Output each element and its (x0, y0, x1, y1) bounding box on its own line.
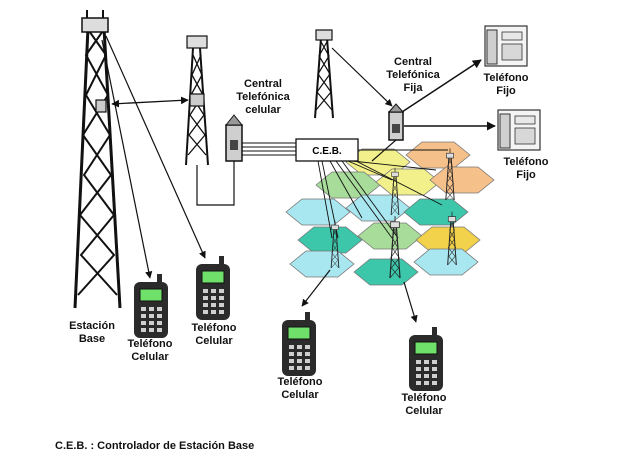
label-telefono-fijo-2: Teléfono Fijo (503, 156, 549, 181)
cell-hexagon (405, 141, 471, 169)
central-link (196, 161, 235, 206)
cell-grid (285, 141, 495, 286)
bus-cable (242, 142, 296, 156)
footnote: C.E.B. : Controlador de Estación Base (55, 440, 255, 452)
cell-hexagon (315, 171, 381, 199)
cell-hexagon (285, 198, 351, 226)
arrow-to-phone-4 (403, 281, 418, 323)
ceb-label: C.E.B. (312, 146, 342, 157)
arrow-to-phone-3 (301, 269, 331, 307)
label-central-fija: Central Telefónica Fija (386, 56, 440, 94)
top-tower-to-fija (331, 47, 393, 107)
landline-phone-2 (497, 109, 541, 151)
fija-to-ceb (371, 139, 397, 162)
cell-hexagon (297, 226, 363, 254)
mobile-phone-1 (133, 273, 169, 339)
mobile-phone-3 (281, 311, 317, 377)
relay-tower (185, 35, 209, 166)
cell-hexagon (353, 258, 419, 286)
cell-hexagon (403, 198, 469, 226)
label-telefono-celular-3: Teléfono Celular (277, 376, 323, 401)
label-estacion-base: Estación Base (69, 320, 115, 345)
mobile-phone-4 (408, 326, 444, 392)
cell-hexagon (413, 248, 479, 276)
fija-to-fijo-1 (401, 59, 482, 113)
cell-hexagon (289, 250, 355, 278)
top-tower (314, 29, 334, 119)
arrow-to-phone-2 (105, 35, 206, 259)
cell-hexagon (429, 166, 495, 194)
central-fija-switch (387, 103, 405, 141)
mobile-phone-2 (195, 255, 231, 321)
landline-phone-1 (484, 25, 528, 67)
tower-link (111, 96, 189, 108)
label-telefono-celular-2: Teléfono Celular (191, 322, 237, 347)
base-station-tower (73, 10, 122, 309)
arrow-to-phone-1 (101, 39, 153, 279)
cell-hexagon (345, 194, 411, 222)
ceb-fan-lines (317, 149, 448, 239)
ceb-controller: C.E.B. (295, 138, 359, 162)
label-telefono-fijo-1: Teléfono Fijo (483, 72, 529, 97)
label-central-celular: Central Telefónica celular (236, 78, 290, 116)
central-celular-switch (224, 114, 244, 162)
label-telefono-celular-1: Teléfono Celular (127, 338, 173, 363)
label-telefono-celular-4: Teléfono Celular (401, 392, 447, 417)
